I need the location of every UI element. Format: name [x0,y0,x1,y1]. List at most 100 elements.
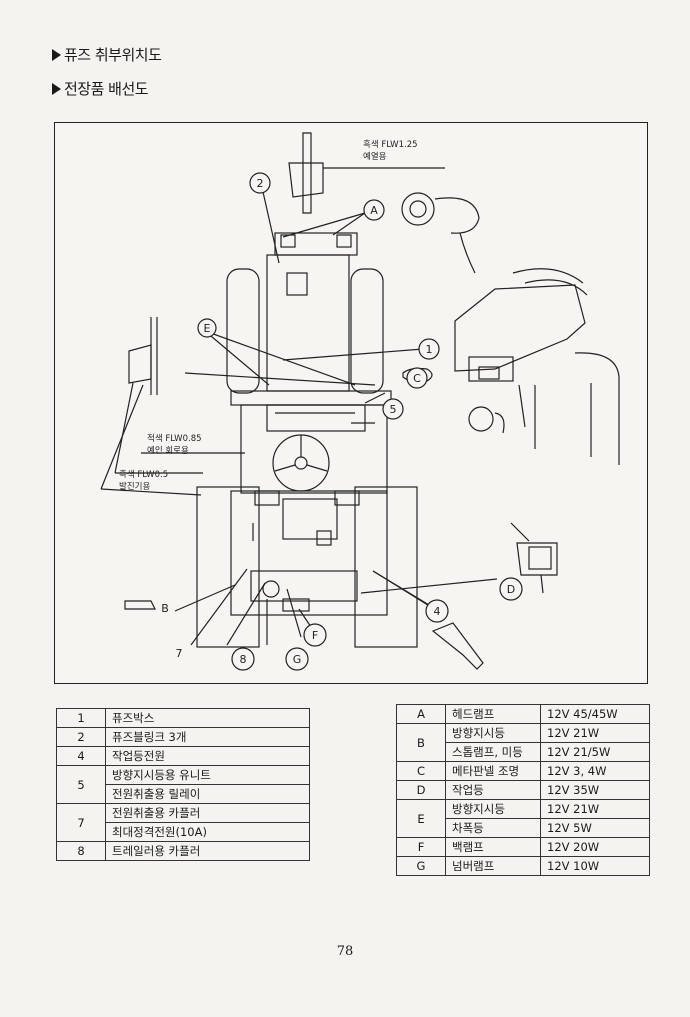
cab-dashboard-view-shape [454,284,586,372]
work-lamp-shape [516,542,558,576]
section-heading-fuse-location: 퓨즈 취부위치도 [52,44,162,65]
back-lamp-shape [431,622,484,670]
table-row: 최대정격전원(10A) [57,822,310,842]
lamp-spec: 12V 21W [540,723,650,743]
heading-text: 퓨즈 취부위치도 [64,46,162,64]
fuse-desc: 전원취출용 릴레이 [105,784,310,804]
front-left-tire-shape [226,268,260,394]
callout-e: E [204,322,211,335]
triangle-bullet-icon [52,48,61,61]
rear-hitch-shape [250,570,358,602]
lamp-key: D [396,780,446,800]
callout-5: 5 [390,403,397,416]
page-number: 78 [336,944,354,959]
lamp-spec: 12V 5W [540,818,650,838]
lamp-key: E [396,799,446,838]
fuse-no: 1 [56,708,106,728]
lamp-name: 스톱램프, 미등 [445,742,541,762]
rear-left-tire-shape [196,486,260,648]
lamp-name: 작업등 [445,780,541,800]
callout-2: 2 [257,177,264,190]
heater-connector-shape [288,162,324,198]
fuse-desc: 작업등전원 [105,746,310,766]
fuse-desc: 트레일러용 카플러 [105,841,310,861]
lamp-spec: 12V 20W [540,837,650,857]
tractor-wiring-diagram: 2 A E 1 C 5 D 4 B 7 8 G F 흑색 FLW1.25 예열용… [54,122,648,684]
callout-f: F [312,629,318,642]
heading-text: 전장품 배선도 [64,80,149,98]
rear-right-tire-shape [354,486,418,648]
lamp-spec: 12V 21/5W [540,742,650,762]
fuse-desc: 퓨즈박스 [105,708,310,728]
diagram-svg: 2 A E 1 C 5 D 4 B 7 8 G F 흑색 FLW1.25 예열용… [100,132,620,671]
hood-body-shape [266,254,350,392]
heater-plug-shape [302,132,312,214]
cab-pillar-shape [574,352,620,465]
callout-7: 7 [176,647,183,660]
relay-shape [468,406,494,432]
headlamp-bulb-shape [401,192,435,226]
start-wire-note-2: 발진기용 [119,481,150,492]
lamp-key: A [396,704,446,724]
fuse-no: 7 [56,803,106,842]
fuse-no: 4 [56,746,106,766]
dashboard-shape [266,404,366,432]
triangle-bullet-icon [52,82,61,95]
callout-8: 8 [240,653,247,666]
red-wire-note-2: 예인 회로용 [147,445,189,456]
lamp-name: 헤드램프 [445,704,541,724]
fuse-desc: 최대정격전원(10A) [105,822,310,842]
fuse-desc: 퓨즈블링크 3개 [105,727,310,747]
lamp-name: 방향지시등 [445,723,541,743]
lamp-key: F [396,837,446,857]
fuse-no: 8 [56,841,106,861]
lamp-key: C [396,761,446,781]
heater-wire-note-2: 예열용 [363,151,387,162]
lamp-name: 메타판넬 조명 [445,761,541,781]
rear-body-shape [230,490,388,616]
lamp-name: 백램프 [445,837,541,857]
red-wire-note-1: 적색 FLW0.85 [147,433,202,444]
fuse-no: 2 [56,727,106,747]
fuse-desc: 방향지시등용 유니트 [105,765,310,785]
lamp-spec: 12V 21W [540,799,650,819]
callout-a: A [370,204,378,217]
callout-1: 1 [426,343,433,356]
callout-c: C [413,372,421,385]
section-heading-wiring: 전장품 배선도 [52,78,149,99]
headlamp-socket-shape [434,197,480,234]
heater-wire-note-1: 흑색 FLW1.25 [363,139,418,150]
operator-area-shape [240,404,388,494]
start-wire-note-1: 흑색 FLW0.5 [119,469,168,480]
lamp-spec: 12V 3, 4W [540,761,650,781]
turn-signal-unit-shape [468,356,514,382]
lamp-name: 넘버램프 [445,856,541,876]
callout-g: G [293,653,302,666]
lamp-name: 차폭등 [445,818,541,838]
callout-b: B [161,602,169,615]
fuse-no: 5 [56,765,106,804]
front-right-tire-shape [350,268,384,394]
lamp-spec: 12V 45/45W [540,704,650,724]
rear-turn-lamp-shape [124,600,156,610]
callout-d: D [507,583,515,596]
lamp-name: 방향지시등 [445,799,541,819]
lamp-spec: 12V 35W [540,780,650,800]
left-connector-shape [128,344,152,384]
callout-4: 4 [434,605,441,618]
